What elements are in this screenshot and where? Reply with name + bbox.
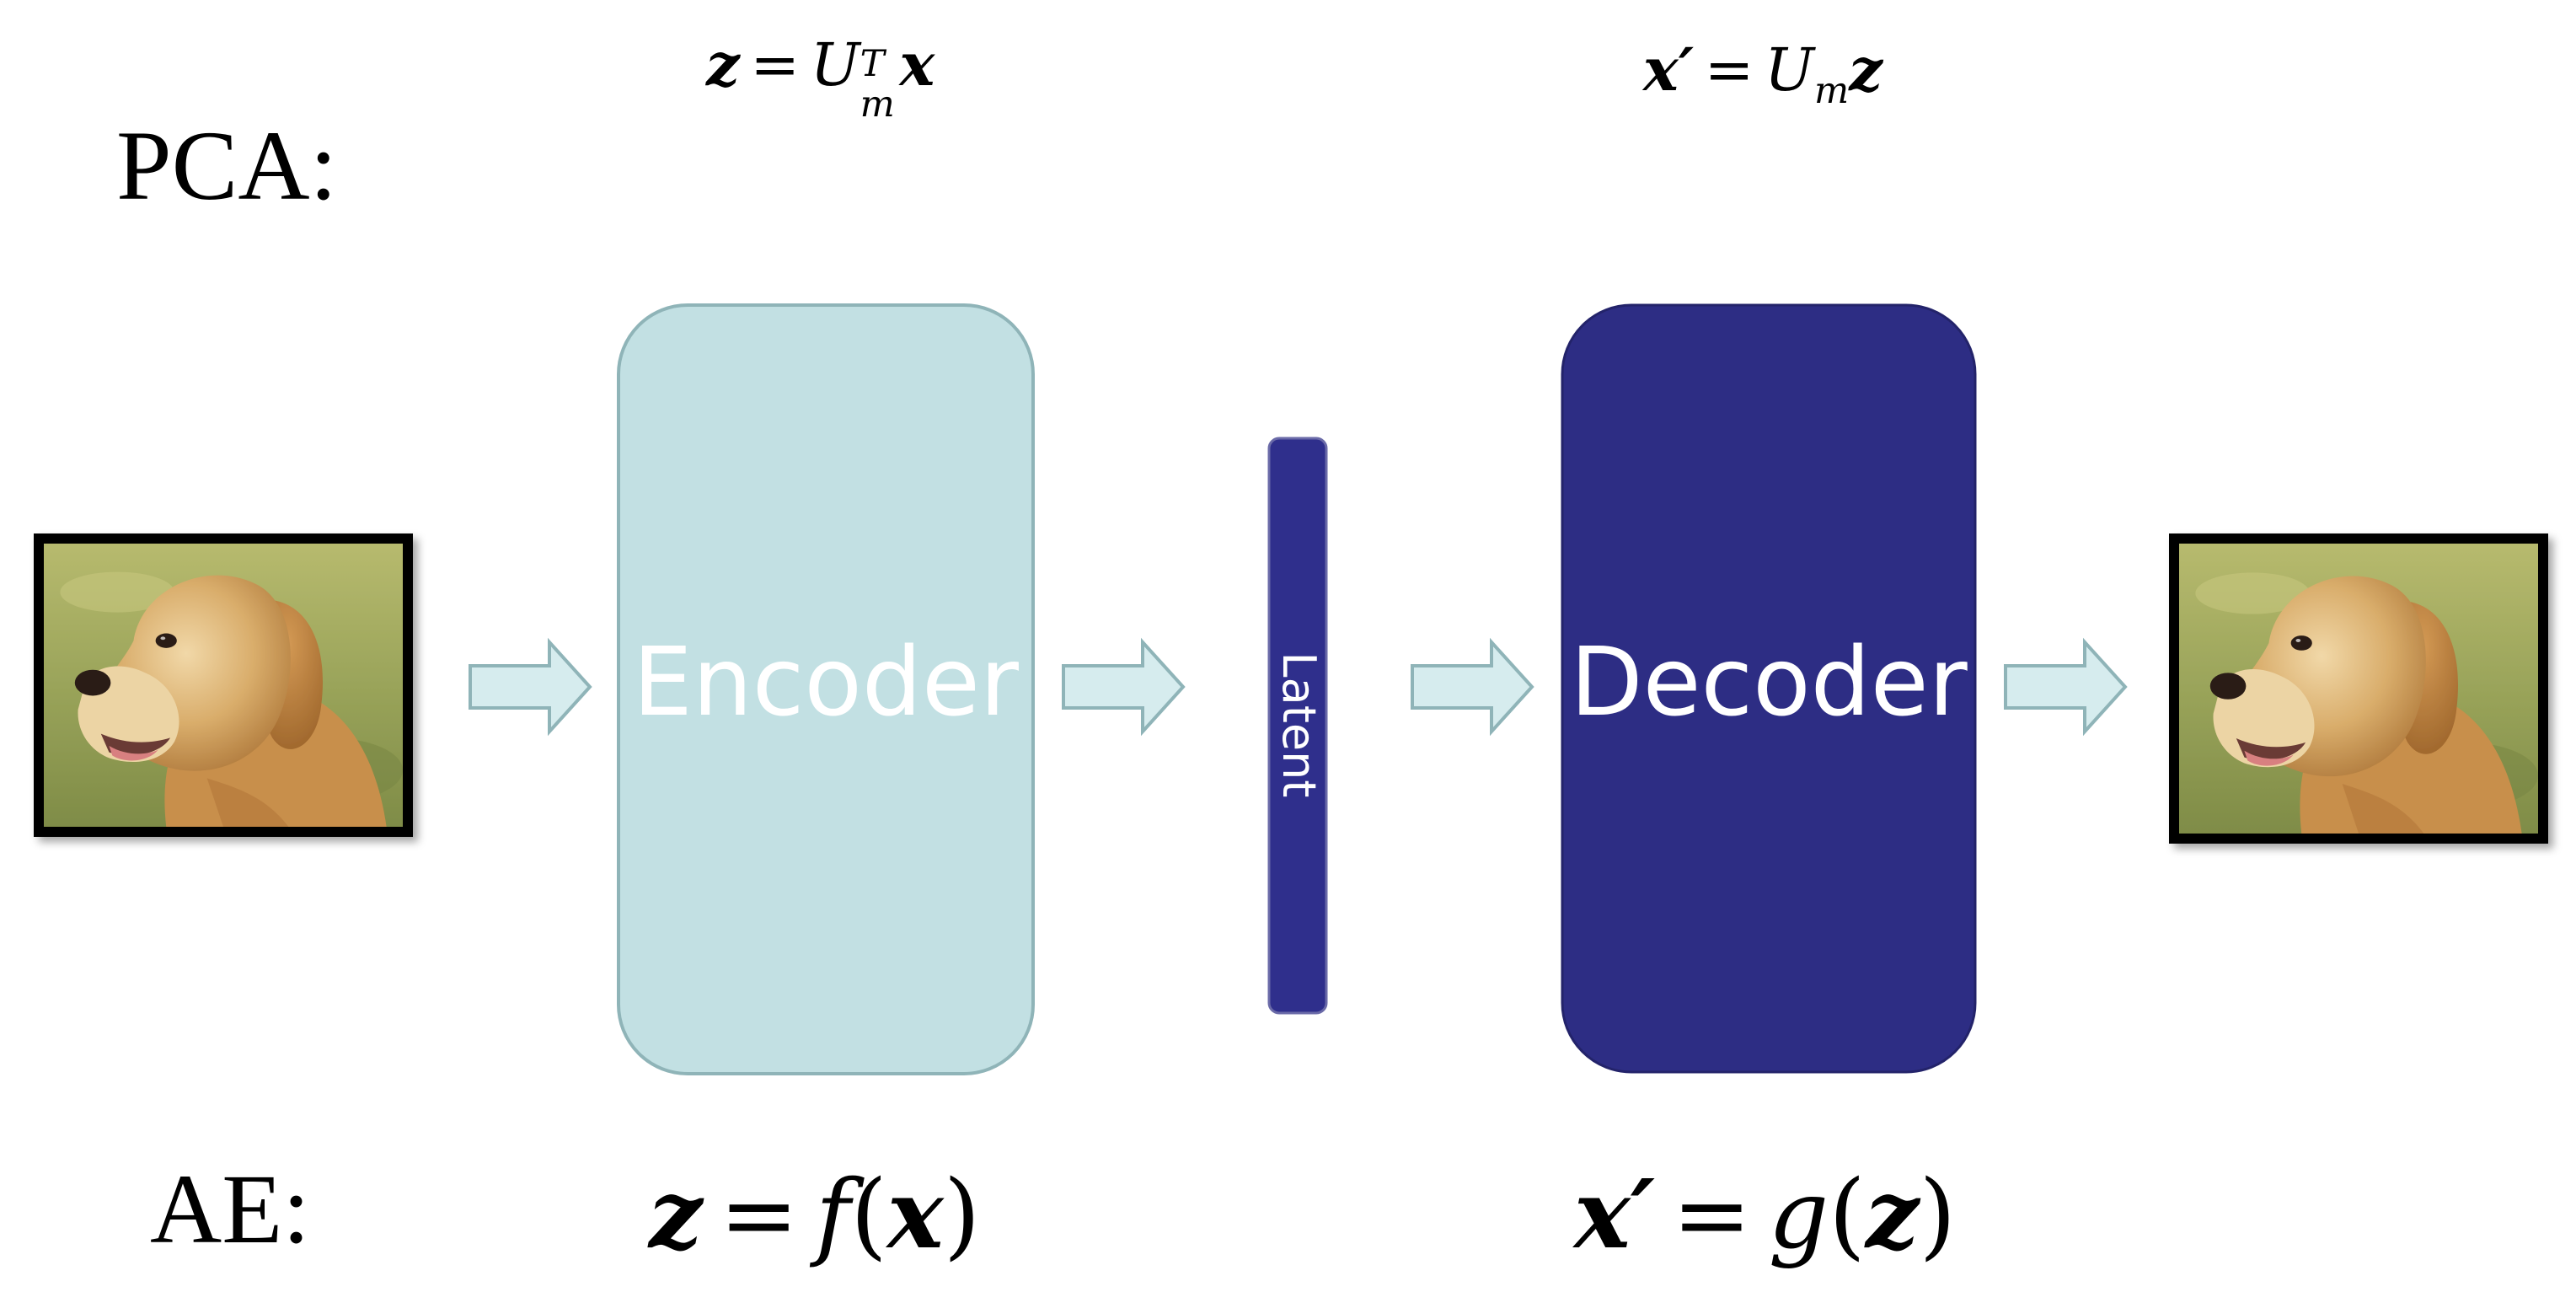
arrow-encoder-to-latent [1062,637,1186,737]
latent-block [1267,437,1328,1015]
pca-decode-equation: x′=Umz [1643,35,1882,113]
latent-label: Latent [1272,652,1325,798]
ae-encode-equation: z=f(x) [649,1160,981,1270]
output-image [2169,533,2548,844]
encoder-label: Encoder [633,628,1020,737]
ae-decode-equation: x′=g(z) [1574,1160,1957,1270]
pca-label: PCA: [116,110,338,221]
encoder-block [617,303,1035,1075]
input-image [34,533,413,837]
decoder-label: Decoder [1570,628,1968,737]
decoder-block [1561,303,1977,1074]
arrow-latent-to-decoder [1411,637,1534,737]
arrow-input-to-encoder [469,637,592,737]
ae-label: AE: [150,1154,311,1264]
arrow-decoder-to-output [2004,637,2128,737]
